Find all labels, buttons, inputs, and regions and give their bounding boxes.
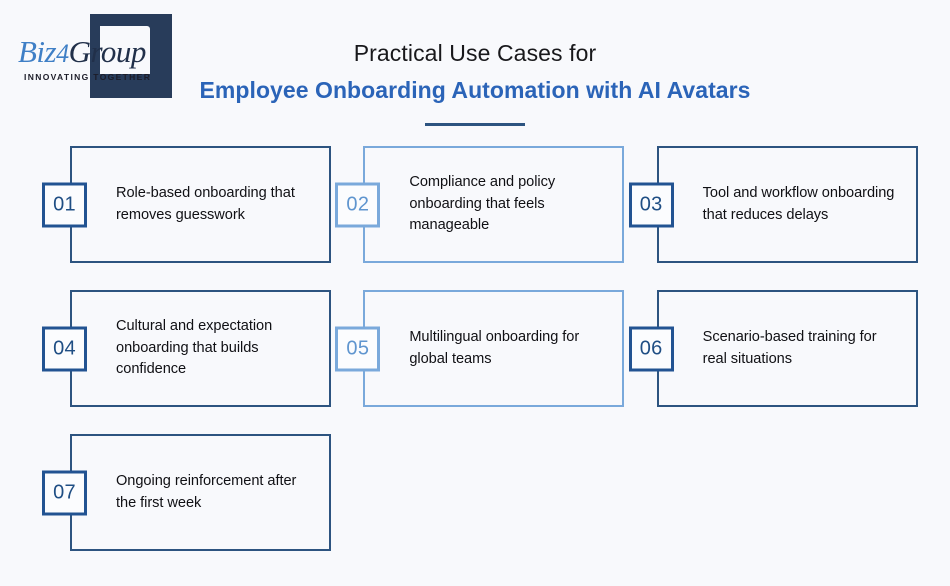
use-case-text-3: Tool and workflow onboarding that reduce…	[702, 185, 895, 223]
use-case-cell-3: 03 Tool and workflow onboarding that red…	[628, 146, 919, 263]
use-case-row-1: 01 Role-based onboarding that removes gu…	[42, 146, 922, 263]
logo-text-group: Group	[68, 34, 147, 69]
logo-wordmark: Biz4Group	[18, 36, 154, 67]
use-case-text-1: Role-based onboarding that removes guess…	[116, 185, 295, 223]
use-case-number-badge-2: 02	[335, 182, 381, 227]
page-header: Practical Use Cases for Employee Onboard…	[0, 40, 950, 127]
use-case-card-6[interactable]: 06 Scenario-based training for real situ…	[628, 290, 918, 407]
use-case-text-6: Scenario-based training for real situati…	[702, 329, 877, 367]
use-case-card-2[interactable]: 02 Compliance and policy onboarding that…	[335, 146, 625, 263]
use-case-card-5[interactable]: 05 Multilingual onboarding for global te…	[335, 290, 625, 407]
use-case-text-2: Compliance and policy onboarding that fe…	[409, 174, 556, 234]
use-case-text-4: Cultural and expectation onboarding that…	[116, 318, 273, 378]
use-case-number-badge-1: 01	[42, 182, 87, 227]
use-case-row-2: 04 Cultural and expectation onboarding t…	[42, 290, 922, 407]
use-case-grid: 01 Role-based onboarding that removes gu…	[42, 146, 922, 578]
use-case-card-3[interactable]: 03 Tool and workflow onboarding that red…	[628, 146, 918, 263]
use-case-number-badge-4: 04	[42, 326, 87, 371]
logo-tagline: INNOVATING TOGETHER	[24, 72, 152, 82]
use-case-number-badge-7: 07	[42, 470, 87, 515]
brand-logo: Biz4Group INNOVATING TOGETHER	[18, 14, 178, 100]
use-case-number-badge-3: 03	[628, 182, 674, 227]
use-case-cell-4: 04 Cultural and expectation onboarding t…	[42, 290, 332, 407]
logo-bracket-notch	[100, 26, 150, 74]
use-case-cell-7: 07 Ongoing reinforcement after the first…	[42, 434, 332, 551]
use-case-cell-5: 05 Multilingual onboarding for global te…	[335, 290, 625, 407]
use-case-text-5: Multilingual onboarding for global teams	[409, 329, 580, 367]
use-case-row-3: 07 Ongoing reinforcement after the first…	[42, 434, 922, 551]
use-case-card-1[interactable]: 01 Role-based onboarding that removes gu…	[42, 146, 331, 263]
page-title-line1: Practical Use Cases for	[353, 40, 597, 66]
use-case-cell-6: 06 Scenario-based training for real situ…	[628, 290, 919, 407]
title-divider	[425, 123, 525, 127]
use-case-cell-2: 02 Compliance and policy onboarding that…	[335, 146, 625, 263]
page-title-line2: Employee Onboarding Automation with AI A…	[199, 76, 751, 103]
use-case-number-badge-6: 06	[628, 326, 674, 371]
use-case-card-4[interactable]: 04 Cultural and expectation onboarding t…	[42, 290, 331, 407]
use-case-card-7[interactable]: 07 Ongoing reinforcement after the first…	[42, 434, 331, 551]
use-case-number-badge-5: 05	[335, 326, 381, 371]
logo-text-four: 4	[56, 39, 69, 68]
use-case-text-7: Ongoing reinforcement after the first we…	[116, 473, 297, 511]
logo-text-biz: Biz	[18, 34, 57, 69]
use-case-cell-1: 01 Role-based onboarding that removes gu…	[42, 146, 332, 263]
